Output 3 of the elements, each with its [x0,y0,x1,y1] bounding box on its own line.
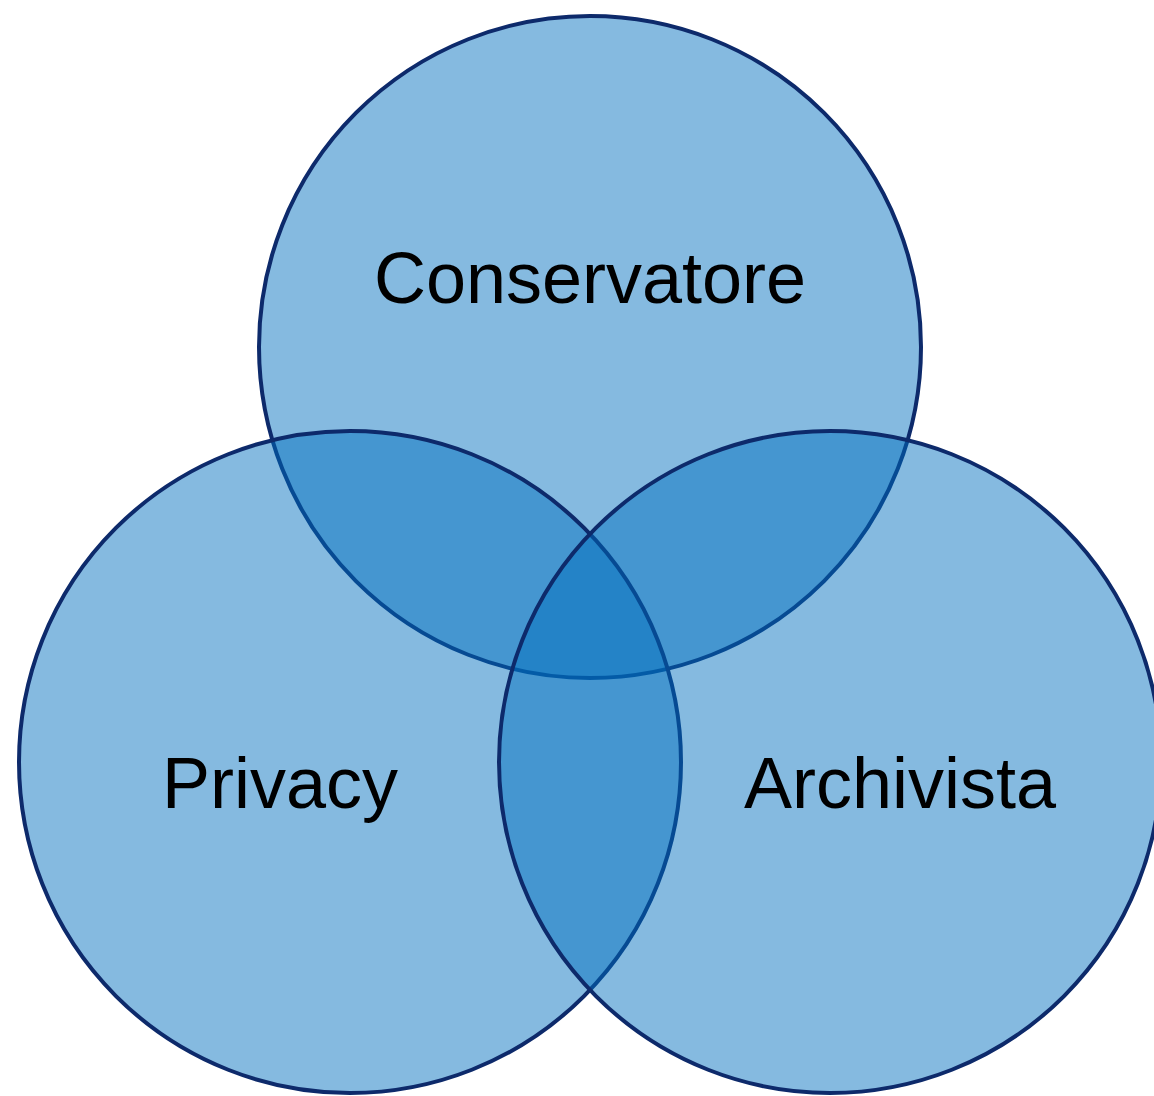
circle-label: Archivista [743,742,1057,824]
circle-label: Conservatore [373,237,807,319]
circle-label: Privacy [162,742,398,824]
